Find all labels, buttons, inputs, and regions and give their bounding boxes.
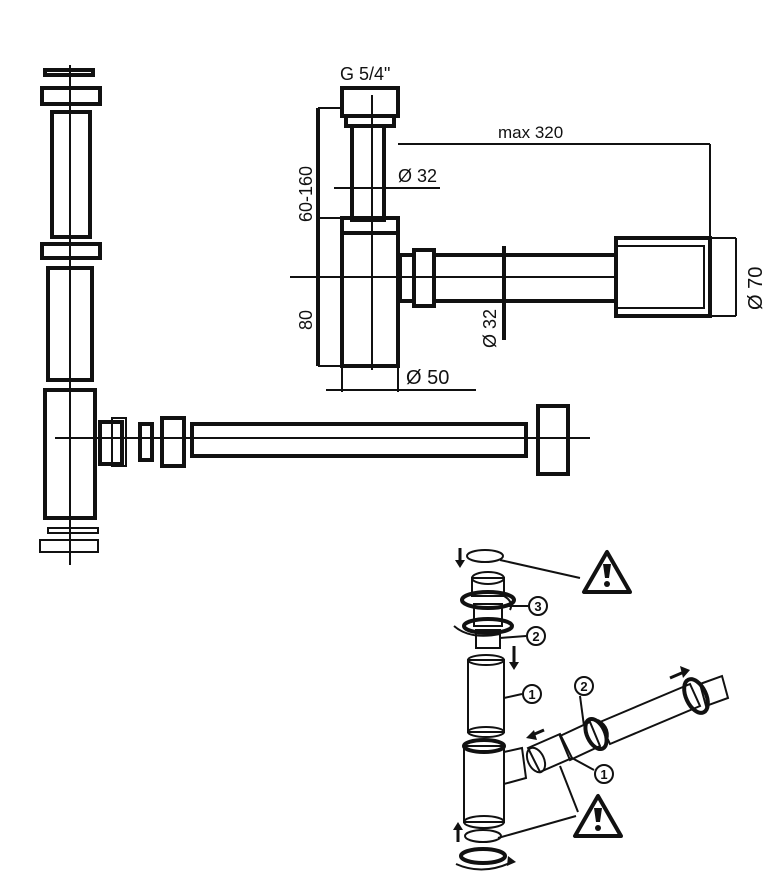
dimensioned-view	[290, 86, 737, 392]
svg-text:1: 1	[600, 767, 607, 782]
outlet-connector	[526, 732, 574, 774]
rotate-arrow-icon	[597, 719, 609, 745]
upper-pipe	[50, 110, 92, 239]
outlet-pipe	[190, 422, 528, 458]
seal-ring	[138, 422, 154, 462]
extension-tube	[467, 659, 505, 733]
trap-cylinder	[463, 745, 505, 823]
rotate-arrow-icon	[455, 861, 513, 871]
rotate-arrow-icon	[453, 625, 501, 637]
dim-top-nut	[340, 86, 400, 118]
middle-nut	[40, 242, 102, 260]
arrow-left-head-icon	[526, 730, 537, 740]
assembly-arrows	[453, 548, 690, 871]
rotate-arrow-icon	[503, 595, 513, 611]
rosette-3d	[682, 677, 710, 715]
dim-upper-pipe	[350, 124, 386, 222]
upper-tube	[475, 629, 501, 649]
svg-text:2: 2	[532, 629, 539, 644]
trap-body	[43, 388, 97, 520]
outlet-thread	[111, 417, 127, 467]
arrow-down-head-icon	[509, 662, 519, 670]
callout-3: 3	[528, 596, 548, 616]
diameter-top-label: Ø 32	[398, 166, 437, 186]
svg-text:2: 2	[580, 679, 587, 694]
extension-pipe	[46, 266, 94, 382]
callout-1a: 1	[522, 684, 542, 704]
arrow-down-head-icon	[455, 560, 465, 568]
leader-2a	[499, 635, 527, 639]
connector-end	[525, 746, 547, 774]
trap-bottom	[463, 815, 505, 829]
dim-rosette-inner	[615, 245, 705, 309]
trap-outlet	[503, 746, 528, 786]
leader-warning-bottom-2	[559, 765, 579, 813]
exploded-view	[39, 65, 590, 565]
callout-2b: 2	[574, 676, 594, 696]
height-lower-label: 80	[296, 310, 316, 330]
top-seal	[466, 549, 504, 563]
assembly-illustration	[459, 549, 730, 865]
leader-2b	[579, 695, 585, 727]
flange-lower	[473, 603, 503, 627]
thread-label: G 5/4"	[340, 64, 390, 84]
arrow-right-icon	[669, 670, 685, 680]
max-length-label: max 320	[498, 123, 563, 142]
wall-rosette	[536, 404, 570, 476]
flange-body	[471, 577, 505, 597]
warning-triangle-icon	[573, 794, 623, 838]
warning-triangle-icon	[582, 550, 632, 594]
rosette-end-3d	[698, 674, 730, 708]
dim-wall-rosette	[614, 236, 712, 318]
diameter-wall-label: Ø 70	[745, 267, 767, 310]
flange-ring	[462, 617, 514, 635]
leader-warning-top	[499, 559, 581, 579]
arrow-up-head-icon	[453, 822, 463, 830]
height-upper-label: 60-160	[296, 166, 316, 222]
callout-2a: 2	[526, 626, 546, 646]
leader-lines	[497, 559, 595, 839]
bottom-seal	[464, 829, 502, 843]
top-flange	[43, 68, 95, 77]
bottom-cap-1	[47, 527, 99, 534]
top-nut	[40, 86, 102, 106]
arrow-right-head-icon	[680, 666, 690, 678]
dim-trap-body	[340, 216, 400, 368]
leader-1b	[571, 757, 595, 771]
bottom-cap-2	[39, 539, 99, 553]
rotate-arrow-head-icon	[507, 856, 516, 866]
outlet-pipe-3d	[598, 682, 702, 746]
leader-1a	[503, 693, 523, 699]
callout-1b: 1	[594, 764, 614, 784]
flange-nut	[460, 590, 516, 610]
extension-bottom	[467, 726, 505, 738]
svg-text:1: 1	[528, 687, 535, 702]
diameter-body-label: Ø 50	[406, 367, 449, 389]
outlet-nut-3d	[558, 720, 602, 762]
svg-text:3: 3	[534, 599, 541, 614]
bottom-cap	[459, 847, 507, 865]
leader-warning-bottom-1	[497, 815, 577, 839]
outlet-nut	[160, 416, 186, 468]
diameter-outlet-label: Ø 32	[480, 309, 500, 348]
